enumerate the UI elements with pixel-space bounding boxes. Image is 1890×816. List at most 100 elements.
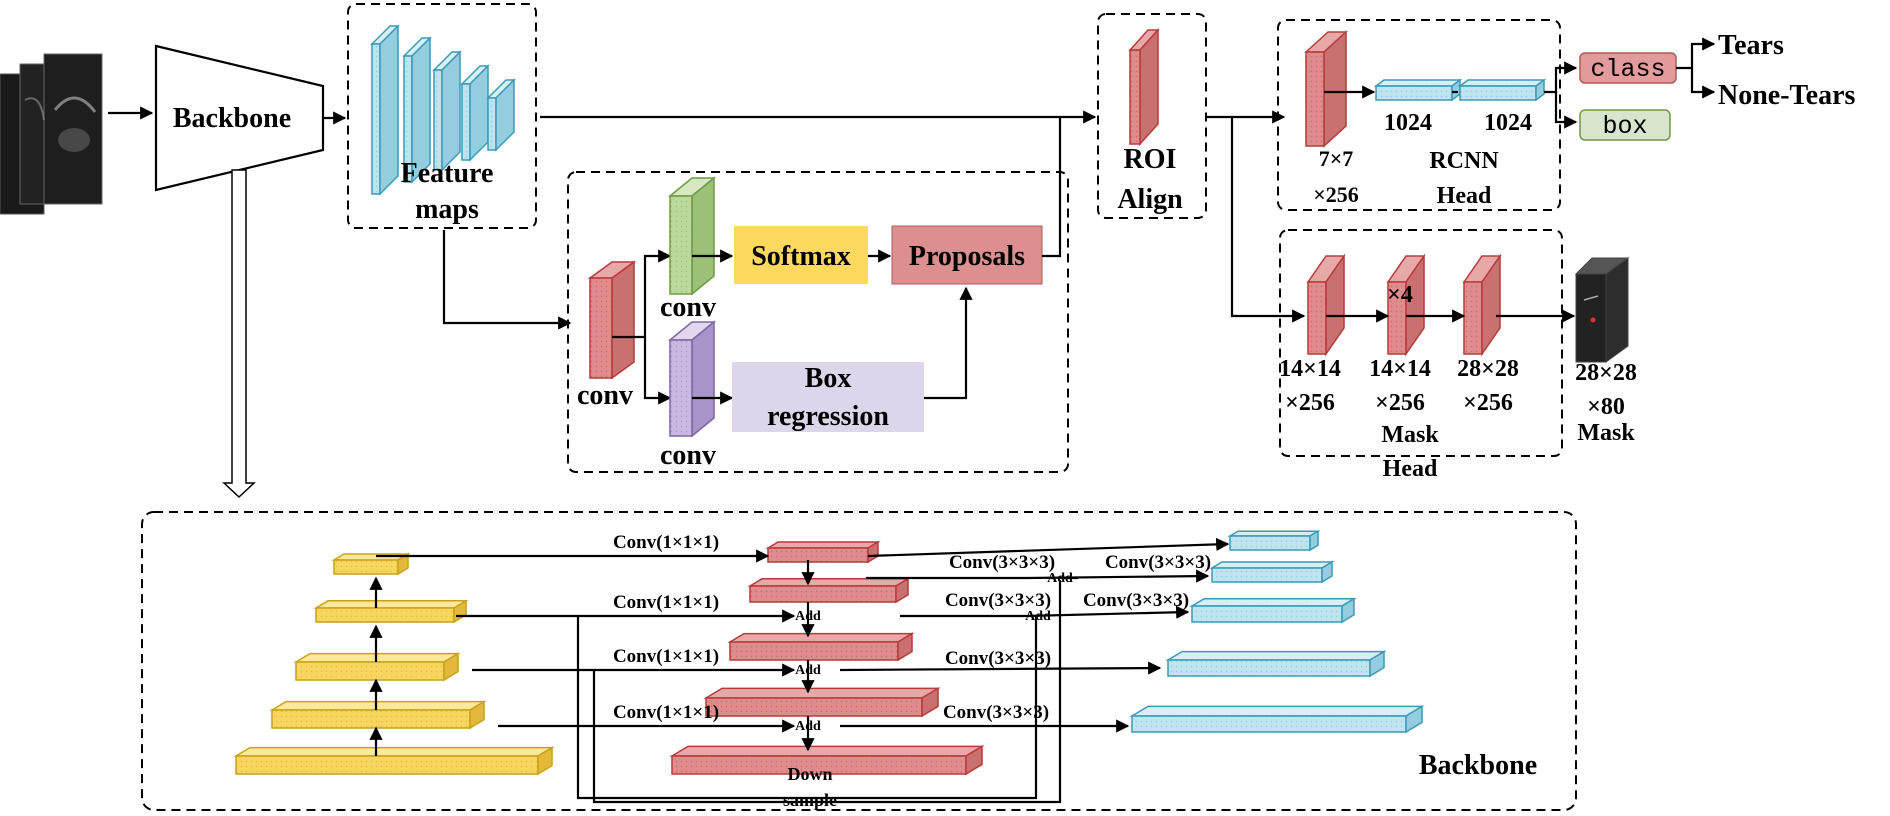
red-feature-block [669, 745, 985, 776]
rpn-conv-block [587, 260, 637, 380]
fpn-label: Add [795, 609, 821, 624]
rcnn-title-1: RCNN [1429, 148, 1499, 174]
feature-map-layer [432, 50, 462, 172]
fpn-label: Conv(3×3×3) [1083, 590, 1189, 611]
softmax-label: Softmax [751, 241, 851, 272]
mask-conv-block [1386, 253, 1426, 357]
feature-map-layer [402, 36, 432, 184]
mask-repeat-label: ×4 [1387, 282, 1413, 308]
yellow-feature-block [313, 599, 469, 624]
rpn-cls-conv-label: conv [660, 292, 716, 323]
rpn-conv-label: conv [577, 380, 633, 411]
fpn-label: Add [1025, 609, 1051, 624]
box-output-box [1579, 109, 1671, 141]
fpn-label: Conv(1×1×1) [613, 592, 719, 613]
blue-output-block [1189, 597, 1357, 624]
feature-map-layer [370, 24, 400, 196]
mask-conv-block [1462, 253, 1502, 357]
rcnn-in-dim-1: 7×7 [1319, 146, 1354, 171]
mask-title-2: Head [1383, 456, 1438, 482]
feature-maps-stack [370, 24, 516, 196]
mask-dim2-a: 14×14 [1369, 356, 1431, 382]
rcnn-fc1-block [1373, 78, 1463, 102]
input-image-stack [0, 53, 103, 215]
backbone-detail-box [141, 511, 1577, 811]
fpn-label: sample [783, 790, 837, 810]
backbone-block: Backbone [154, 44, 325, 192]
rpn-box [567, 171, 1069, 473]
mask-dim3-a: 28×28 [1457, 356, 1519, 382]
fpn-label: Conv(1×1×1) [613, 646, 719, 667]
mask-head-box [1279, 229, 1563, 457]
fpn-label: Conv(3×3×3) [1105, 552, 1211, 573]
class-output-label: class [1590, 55, 1665, 84]
softmax-block [734, 226, 868, 284]
red-feature-block [703, 687, 941, 718]
output-conv-arrow [900, 605, 1190, 619]
mask-head-blocks [1306, 253, 1502, 357]
feature-maps-label-1: Feature [401, 158, 494, 189]
mask-title-1: Mask [1381, 422, 1439, 448]
mask-dim1-a: 14×14 [1279, 356, 1341, 382]
roi-feature-block [1128, 28, 1160, 146]
fpn-label: Conv(3×3×3) [943, 702, 1049, 723]
rcnn-head-box [1277, 19, 1561, 211]
box-regression-label-2: regression [767, 401, 889, 432]
backbone-detail-title: Backbone [1419, 750, 1537, 781]
rcnn-fc1-label: 1024 [1384, 110, 1432, 136]
rcnn-in-dim-2: ×256 [1313, 182, 1359, 207]
fpn-label: Conv(3×3×3) [949, 552, 1055, 573]
rpn-reg-conv-block [667, 320, 717, 438]
mask-dim1-b: ×256 [1285, 390, 1335, 416]
feature-maps-box [347, 3, 537, 229]
box-output-label: box [1602, 112, 1647, 141]
rpn-reg-conv-label: conv [660, 440, 716, 471]
fpn-label: Conv(3×3×3) [945, 648, 1051, 669]
mask-conv-block [1306, 253, 1346, 357]
skip-path [576, 616, 1038, 800]
yellow-feature-block [331, 552, 411, 576]
fpn-label: Conv(1×1×1) [613, 532, 719, 553]
rcnn-roi-block [1304, 30, 1348, 148]
fpn-label: Add [795, 663, 821, 678]
yellow-feature-block [293, 652, 461, 682]
roi-align-label-1: ROI [1124, 144, 1177, 175]
red-feature-block [727, 632, 915, 662]
output-conv-arrow [866, 569, 1210, 583]
none-tears-label: None-Tears [1718, 80, 1856, 111]
blue-output-block [1209, 560, 1335, 584]
mask-dim3-b: ×256 [1463, 390, 1513, 416]
red-feature-block [765, 540, 881, 564]
output-conv-arrow [839, 661, 1162, 675]
fpn-network: Conv(1×1×1) Conv(1×1×1) Conv(1×1×1) Conv(1×… [233, 529, 1425, 810]
feature-map-layer [460, 64, 490, 162]
backbone-label: Backbone [173, 103, 291, 134]
backbone-expand-arrow [222, 169, 256, 499]
roi-align-label-2: Align [1117, 184, 1183, 215]
blue-output-block [1165, 650, 1387, 678]
rcnn-title-2: Head [1437, 183, 1492, 209]
box-regression-label-1: Box [805, 363, 852, 394]
red-feature-block [747, 577, 911, 604]
proposals-label: Proposals [909, 241, 1025, 272]
rcnn-fc2-block [1457, 78, 1547, 102]
rcnn-fc2-label: 1024 [1484, 110, 1532, 136]
box-regression-block [732, 362, 924, 432]
fpn-label: Add [1047, 571, 1073, 586]
fpn-label: Conv(1×1×1) [613, 702, 719, 723]
feature-map-layer [486, 78, 516, 152]
fpn-label: Conv(3×3×3) [945, 590, 1051, 611]
mask-out-dim-a: 28×28 [1575, 360, 1637, 386]
blue-output-block [1129, 705, 1425, 734]
skip-path [592, 580, 1062, 804]
output-conv-arrow [867, 537, 1230, 558]
rpn-cls-conv-block [667, 176, 717, 296]
yellow-feature-block [233, 746, 555, 776]
blue-output-block [1227, 529, 1321, 552]
mask-dim2-b: ×256 [1375, 390, 1425, 416]
tears-label: Tears [1718, 30, 1784, 61]
mask-output-image [1574, 257, 1630, 363]
yellow-feature-block [269, 700, 487, 730]
mask-out-dim-b: ×80 [1587, 394, 1625, 420]
